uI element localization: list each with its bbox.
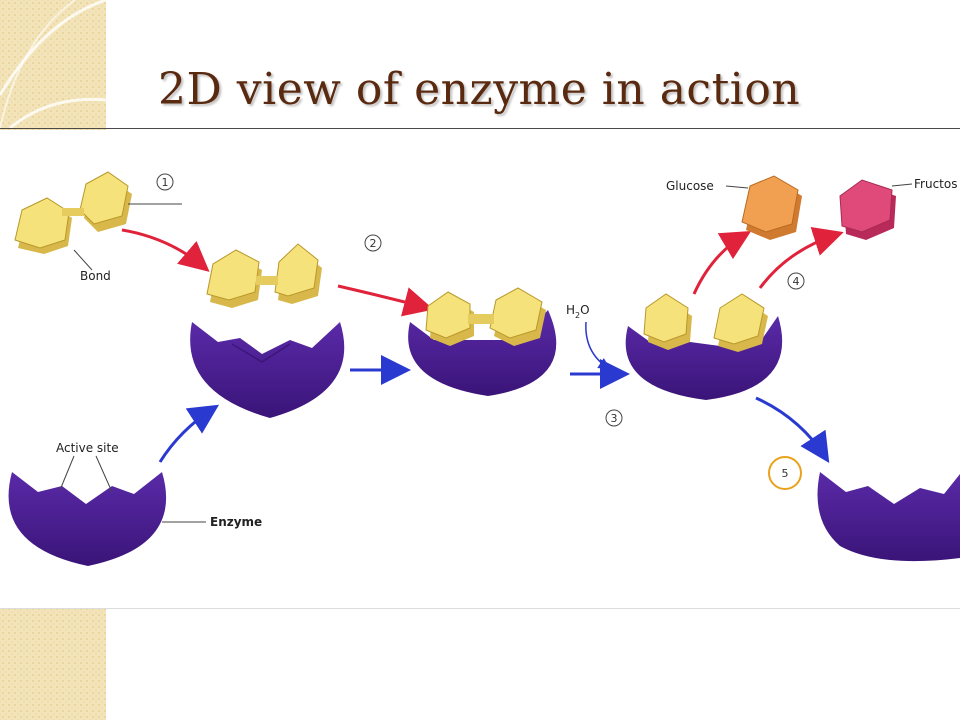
step-3-marker: 3 — [605, 409, 623, 427]
bond-leader — [73, 249, 93, 271]
active-site-leader-1 — [59, 455, 75, 491]
enzyme-free — [8, 472, 167, 566]
enzyme-diagram: 1 Bond 2 — [8, 171, 960, 566]
page-number-badge: 5 — [768, 456, 802, 490]
glucose-leader — [725, 185, 749, 189]
bound-substrate — [425, 287, 546, 346]
active-site-label: Active site — [56, 441, 119, 455]
enzyme-stage-4 — [625, 316, 783, 400]
arrow-glucose-release — [692, 230, 752, 295]
fructose-molecule — [839, 179, 896, 240]
water-label: H2O — [566, 303, 590, 320]
arrow-enzyme-approach — [158, 404, 220, 463]
arrow-enzyme-reuse — [755, 396, 830, 464]
title-divider — [0, 128, 960, 129]
svg-text:2: 2 — [370, 237, 377, 250]
slide-title: 2D view of enzyme in action — [158, 64, 801, 115]
decorative-arcs — [0, 0, 106, 130]
enzyme-label: Enzyme — [210, 515, 262, 529]
arrow-substrate-approach — [121, 228, 210, 272]
svg-text:3: 3 — [611, 412, 618, 425]
active-site-leader-2 — [95, 455, 113, 493]
arrow-substrate-bind — [337, 284, 434, 317]
glucose-molecule — [741, 175, 802, 240]
step-4-marker: 4 — [787, 272, 805, 290]
sucrose-substrate-2 — [206, 243, 322, 308]
enzyme-substrate-complex — [408, 310, 557, 396]
fructose-leader — [891, 183, 913, 187]
cleaved-products — [643, 293, 768, 352]
glucose-label: Glucose — [666, 179, 714, 193]
enzyme-diagram-figure: 1 Bond 2 — [0, 130, 960, 609]
enzyme-stage-2 — [190, 322, 345, 418]
step-1-marker: 1 — [156, 173, 174, 191]
arrow-fructose-release — [758, 227, 844, 289]
enzyme-released — [817, 472, 960, 562]
bond-label: Bond — [80, 269, 111, 283]
water-arrow — [585, 321, 611, 370]
svg-text:4: 4 — [793, 275, 800, 288]
sucrose-substrate-1 — [14, 171, 132, 254]
fructose-label: Fructos — [914, 177, 957, 191]
step-2-marker: 2 — [364, 234, 382, 252]
svg-text:1: 1 — [162, 176, 169, 189]
